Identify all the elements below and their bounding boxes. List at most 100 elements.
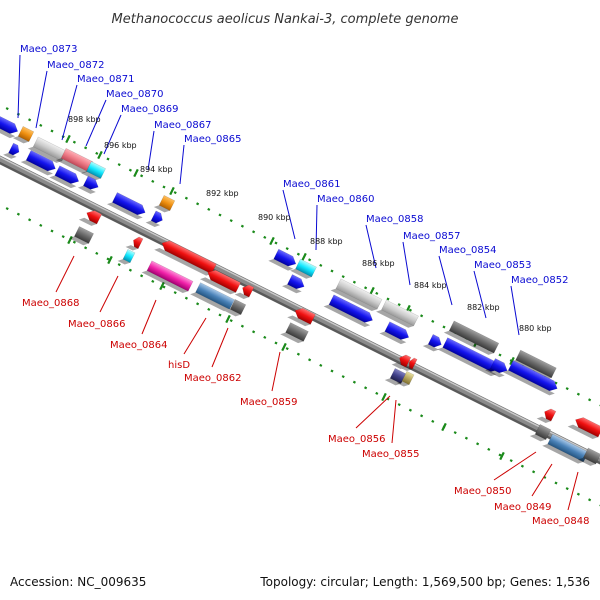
forward-gene-label[interactable]: Maeo_0867 <box>154 120 211 131</box>
major-tick <box>509 356 515 366</box>
gene-feature[interactable] <box>379 320 411 346</box>
forward-gene-label[interactable]: Maeo_0858 <box>366 214 423 225</box>
gene-feature[interactable] <box>12 125 35 146</box>
major-tick <box>133 168 139 178</box>
kbp-tick-label: 882 kbp <box>467 303 500 312</box>
gene-feature[interactable] <box>125 234 144 253</box>
major-tick <box>159 281 165 291</box>
leader-line <box>402 241 411 286</box>
gene-feature[interactable] <box>287 304 316 328</box>
gene-feature[interactable] <box>77 174 101 195</box>
leader-line <box>493 451 537 481</box>
gene-feature[interactable] <box>145 209 165 229</box>
gene-feature[interactable] <box>391 351 412 371</box>
lower-tick-row <box>5 207 600 507</box>
reverse-gene-label[interactable]: Maeo_0868 <box>22 298 79 309</box>
gene-feature[interactable] <box>20 149 58 178</box>
gene-feature[interactable] <box>376 298 419 329</box>
reverse-gene-label[interactable]: Maeo_0862 <box>184 373 241 384</box>
gene-feature[interactable] <box>290 257 317 280</box>
gene-feature[interactable] <box>106 191 148 221</box>
gene-feature[interactable] <box>0 114 20 140</box>
gene-feature[interactable] <box>117 248 136 267</box>
forward-gene-label[interactable]: Maeo_0865 <box>184 134 241 145</box>
gene-feature[interactable] <box>280 321 309 345</box>
leader-line <box>282 189 296 240</box>
gene-feature[interactable] <box>49 164 81 190</box>
leader-line <box>85 99 107 147</box>
leader-line <box>438 255 453 306</box>
gene-feature[interactable] <box>443 319 500 357</box>
forward-gene-label[interactable]: Maeo_0869 <box>121 104 178 115</box>
reverse-gene-label[interactable]: Maeo_0866 <box>68 319 125 330</box>
gene-feature[interactable] <box>567 413 600 441</box>
leader-line <box>567 471 579 511</box>
forward-gene-label[interactable]: Maeo_0854 <box>439 245 496 256</box>
major-tick <box>107 255 113 265</box>
forward-gene-label[interactable]: Maeo_0861 <box>283 179 340 190</box>
gene-feature[interactable] <box>81 160 106 182</box>
gene-feature[interactable] <box>268 247 298 272</box>
accession-text: Accession: NC_009635 <box>10 575 146 589</box>
major-tick <box>225 314 231 324</box>
map-title: Methanococcus aeolicus Nankai-3, complet… <box>112 12 459 27</box>
gene-feature[interactable] <box>190 281 235 313</box>
major-tick <box>169 186 175 196</box>
gene-feature[interactable] <box>224 298 247 319</box>
reverse-gene-label[interactable]: Maeo_0859 <box>240 397 297 408</box>
leader-line <box>473 270 487 319</box>
reverse-gene-label[interactable]: Maeo_0849 <box>494 502 551 513</box>
reverse-gene-label[interactable]: Maeo_0855 <box>362 449 419 460</box>
forward-gene-label[interactable]: Maeo_0870 <box>106 89 163 100</box>
forward-gene-label[interactable]: Maeo_0857 <box>403 231 460 242</box>
gene-feature[interactable] <box>529 423 552 444</box>
leader-line <box>271 351 281 392</box>
gene-feature[interactable] <box>199 266 242 296</box>
leader-line <box>183 317 207 355</box>
forward-gene-label[interactable]: Maeo_0871 <box>77 74 134 85</box>
forward-gene-label[interactable]: Maeo_0873 <box>20 44 77 55</box>
gene-feature[interactable] <box>234 281 255 301</box>
tick-marks <box>5 107 600 507</box>
gene-feature[interactable] <box>282 273 307 295</box>
forward-gene-label[interactable]: Maeo_0853 <box>474 260 531 271</box>
gene-feature[interactable] <box>542 432 589 465</box>
gene-feature[interactable] <box>330 277 383 313</box>
gene-feature[interactable] <box>396 370 415 389</box>
reverse-gene-label[interactable]: Maeo_0856 <box>328 434 385 445</box>
reverse-gene-label[interactable]: hisD <box>168 360 190 371</box>
gene-feature[interactable] <box>536 405 557 425</box>
leader-line <box>147 130 155 171</box>
major-tick <box>369 286 375 296</box>
gene-feature[interactable] <box>69 225 94 247</box>
reverse-gene-label[interactable]: Maeo_0848 <box>532 516 589 527</box>
gene-feature[interactable] <box>384 367 407 388</box>
gene-feature[interactable] <box>577 446 600 467</box>
forward-gene-label[interactable]: Maeo_0860 <box>317 194 374 205</box>
reverse-gene-label[interactable]: Maeo_0864 <box>110 340 167 351</box>
gene-feature[interactable] <box>27 135 68 165</box>
kbp-tick-label: 892 kbp <box>206 189 239 198</box>
forward-gene-label[interactable]: Maeo_0872 <box>47 60 104 71</box>
gene-feature[interactable] <box>485 357 510 379</box>
reverse-gene-label[interactable]: Maeo_0850 <box>454 486 511 497</box>
gene-feature[interactable] <box>153 194 176 215</box>
kbp-tick-label: 886 kbp <box>362 259 395 268</box>
gene-feature[interactable] <box>422 333 444 354</box>
gene-feature[interactable] <box>141 259 194 295</box>
gene-feature[interactable] <box>401 355 418 373</box>
gene-feature[interactable] <box>78 206 103 227</box>
major-tick <box>381 392 387 402</box>
leader-line <box>141 299 157 335</box>
gene-feature[interactable] <box>3 141 21 160</box>
gene-labels: Maeo_0873Maeo_0872Maeo_0871Maeo_0870Maeo… <box>20 44 589 527</box>
label-leader-lines <box>17 54 579 511</box>
kbp-tick-label: 898 kbp <box>68 115 101 124</box>
gene-feature[interactable] <box>323 293 375 329</box>
gene-features <box>0 114 600 467</box>
leader-line <box>391 399 397 444</box>
gene-feature[interactable] <box>502 359 560 397</box>
forward-gene-label[interactable]: Maeo_0852 <box>511 275 568 286</box>
